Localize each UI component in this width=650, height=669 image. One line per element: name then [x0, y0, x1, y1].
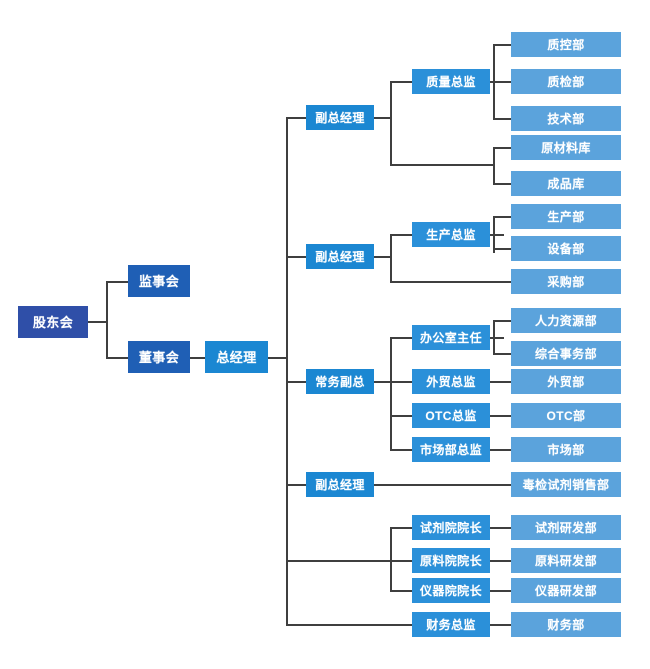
- node-reagent-institute-dean[interactable]: 试剂院院长: [412, 515, 490, 540]
- connector-institutes-reagent: [390, 527, 412, 529]
- connector-otc-to-dept: [490, 415, 511, 417]
- node-technology-dept[interactable]: 技术部: [511, 106, 621, 131]
- connector-evp-office: [390, 337, 412, 339]
- connector-qd-tech: [493, 118, 511, 120]
- node-reagent-rd-dept[interactable]: 试剂研发部: [511, 515, 621, 540]
- node-executive-vp[interactable]: 常务副总: [306, 369, 374, 394]
- connector-vpq-split: [390, 81, 392, 166]
- connector-finance-to-dept: [490, 624, 511, 626]
- node-material-institute-dean[interactable]: 原料院院长: [412, 548, 490, 573]
- connector-evp-marketing: [390, 449, 412, 451]
- connector-qd-qc: [493, 44, 511, 46]
- connector-trunk-vp-quality: [286, 117, 306, 119]
- node-board-of-directors[interactable]: 董事会: [128, 341, 190, 373]
- node-production-director[interactable]: 生产总监: [412, 222, 490, 247]
- node-marketing-dept[interactable]: 市场部: [511, 437, 621, 462]
- connector-warehouse-split: [493, 147, 495, 184]
- connector-pd-out: [490, 234, 504, 236]
- node-equipment-dept[interactable]: 设备部: [511, 236, 621, 261]
- connector-vpq-to-quality-director: [390, 81, 412, 83]
- connector-trunk-finance: [286, 624, 412, 626]
- connector-vpq-to-warehouse-bracket: [390, 164, 493, 166]
- node-finished-goods-warehouse[interactable]: 成品库: [511, 171, 621, 196]
- node-toxicology-reagent-sales-dept[interactable]: 毒检试剂销售部: [511, 472, 621, 497]
- connector-od-hr: [493, 320, 511, 322]
- node-finance-director[interactable]: 财务总监: [412, 612, 490, 637]
- node-supervisors[interactable]: 监事会: [128, 265, 190, 297]
- connector-evp-split: [390, 337, 392, 449]
- node-instrument-rd-dept[interactable]: 仪器研发部: [511, 578, 621, 603]
- connector-vpp-to-production-director: [390, 234, 412, 236]
- node-quality-director[interactable]: 质量总监: [412, 69, 490, 94]
- connector-pd-equipment: [493, 248, 511, 250]
- connector-shareholders-out: [88, 321, 108, 323]
- connector-main-trunk: [286, 117, 288, 625]
- connector-institutes-instrument: [390, 590, 412, 592]
- connector-vpp-out: [374, 256, 392, 258]
- node-purchasing-dept[interactable]: 采购部: [511, 269, 621, 294]
- connector-shareholders-split: [106, 281, 108, 359]
- connector-pd-production: [493, 216, 511, 218]
- node-human-resources-dept[interactable]: 人力资源部: [511, 308, 621, 333]
- node-general-affairs-dept[interactable]: 综合事务部: [511, 341, 621, 366]
- node-vp-quality[interactable]: 副总经理: [306, 105, 374, 130]
- connector-pd-split: [493, 216, 495, 253]
- node-quality-inspection-dept[interactable]: 质检部: [511, 69, 621, 94]
- connector-vpq-out: [374, 117, 392, 119]
- connector-evp-otc: [390, 415, 412, 417]
- connector-trunk-executive-vp: [286, 381, 306, 383]
- connector-od-split: [493, 320, 495, 355]
- connector-ftd-to-dept: [490, 381, 511, 383]
- node-finance-dept[interactable]: 财务部: [511, 612, 621, 637]
- node-otc-director[interactable]: OTC总监: [412, 403, 490, 428]
- node-raw-material-warehouse[interactable]: 原材料库: [511, 135, 621, 160]
- connector-trunk-vp-production: [286, 256, 306, 258]
- connector-md-to-dept: [490, 449, 511, 451]
- node-vp-sales[interactable]: 副总经理: [306, 472, 374, 497]
- node-material-rd-dept[interactable]: 原料研发部: [511, 548, 621, 573]
- node-quality-control-dept[interactable]: 质控部: [511, 32, 621, 57]
- connector-vpp-to-purchasing: [390, 281, 511, 283]
- node-instrument-institute-dean[interactable]: 仪器院院长: [412, 578, 490, 603]
- connector-warehouse-raw: [493, 147, 511, 149]
- node-production-dept[interactable]: 生产部: [511, 204, 621, 229]
- connector-institutes-material: [390, 560, 412, 562]
- node-office-director[interactable]: 办公室主任: [412, 325, 490, 350]
- node-otc-dept[interactable]: OTC部: [511, 403, 621, 428]
- connector-trunk-institutes: [286, 560, 390, 562]
- node-marketing-director[interactable]: 市场部总监: [412, 437, 490, 462]
- connector-material-to-dept: [490, 560, 511, 562]
- connector-reagent-to-dept: [490, 527, 511, 529]
- connector-evp-foreign-trade: [390, 381, 412, 383]
- connector-instrument-to-dept: [490, 590, 511, 592]
- connector-vps-to-sales-dept: [374, 484, 511, 486]
- connector-vpp-split: [390, 234, 392, 283]
- connector-gm-to-trunk: [268, 357, 288, 359]
- connector-od-out: [490, 337, 504, 339]
- connector-trunk-vp-sales: [286, 484, 306, 486]
- node-foreign-trade-director[interactable]: 外贸总监: [412, 369, 490, 394]
- node-general-manager[interactable]: 总经理: [205, 341, 268, 373]
- connector-board-to-gm: [190, 357, 205, 359]
- node-foreign-trade-dept[interactable]: 外贸部: [511, 369, 621, 394]
- connector-qd-qi: [493, 81, 511, 83]
- connector-evp-out: [374, 381, 392, 383]
- connector-warehouse-finished: [493, 183, 511, 185]
- connector-to-supervisors: [106, 281, 128, 283]
- node-vp-production[interactable]: 副总经理: [306, 244, 374, 269]
- connector-to-board: [106, 357, 128, 359]
- node-shareholders[interactable]: 股东会: [18, 306, 88, 338]
- connector-institutes-split: [390, 527, 392, 591]
- connector-od-affairs: [493, 353, 511, 355]
